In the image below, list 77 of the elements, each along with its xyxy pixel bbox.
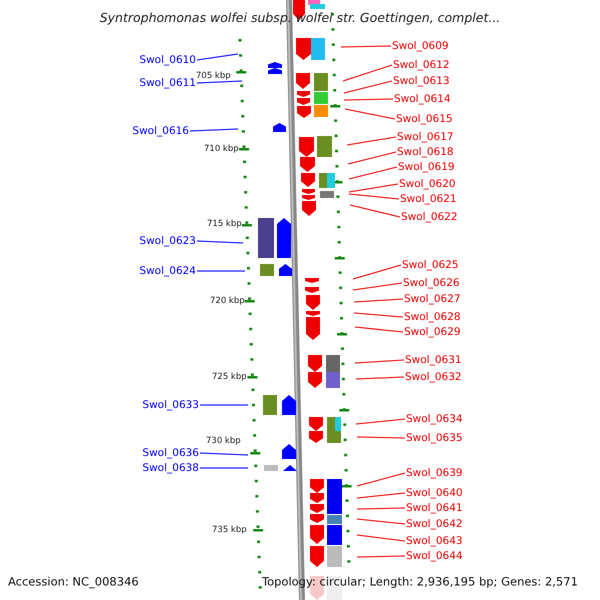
gene-label: Swol_0628: [404, 312, 461, 322]
leader-line: [344, 108, 396, 120]
leader-line: [354, 360, 404, 364]
scale-label: 720 kbp: [210, 296, 245, 306]
scale-label: 735 kbp: [212, 526, 247, 534]
leader-line: [354, 298, 404, 302]
gene-label: Swol_0618: [397, 146, 454, 158]
gene-label: Swol_0626: [403, 278, 460, 288]
gene-label: Swol_0623: [139, 236, 196, 246]
leader-line: [196, 270, 246, 272]
gene-label: Swol_0619: [398, 162, 455, 172]
gene-label: Swol_0633: [142, 400, 199, 410]
leader-line: [356, 436, 406, 438]
genome-info-text: Topology: circular; Length: 2,936,195 bp; Genes: 2,571: [262, 576, 578, 588]
leader-line: [200, 404, 248, 406]
gene-label: Swol_0644: [406, 550, 463, 562]
leader-line: [352, 264, 402, 280]
gene-label: Swol_0611: [139, 78, 196, 88]
leader-line: [356, 508, 406, 510]
leader-line: [196, 240, 244, 244]
leader-line: [340, 46, 392, 48]
leader-line: [342, 64, 392, 82]
accession-text: Accession: NC_008346: [8, 576, 139, 588]
gene-label: Swol_0632: [405, 372, 462, 382]
gene-label: Swol_0639: [406, 468, 463, 478]
leader-line: [200, 452, 248, 456]
gene-label: Swol_0625: [402, 260, 459, 270]
gene-label: Swol_0641: [406, 502, 463, 514]
leader-line: [350, 204, 400, 218]
leader-line: [348, 166, 398, 180]
leader-line: [352, 282, 402, 290]
gene-label: Swol_0616: [132, 126, 189, 136]
leader-line: [190, 128, 238, 132]
gene-label: Swol_0610: [139, 54, 196, 66]
leader-line: [348, 152, 396, 164]
gene-label: Swol_0640: [406, 488, 463, 498]
gene-label: Swol_0627: [404, 294, 461, 304]
gene-label: Swol_0620: [399, 178, 456, 190]
leader-line: [346, 136, 396, 146]
scale-label: 705 kbp: [196, 72, 231, 80]
leader-line: [348, 184, 398, 192]
gene-label: Swol_0622: [401, 212, 458, 222]
gene-label: Swol_0642: [406, 518, 463, 530]
gene-label: Swol_0612: [393, 60, 450, 70]
gene-label: Swol_0629: [404, 326, 461, 338]
scale-label: 710 kbp: [204, 144, 239, 154]
gene-label: Swol_0614: [394, 94, 451, 104]
leader-line: [356, 418, 406, 424]
leader-line: [344, 98, 394, 100]
scale-label: 715 kbp: [207, 220, 242, 228]
scale-label: 725 kbp: [212, 372, 247, 382]
gene-label: Swol_0617: [397, 132, 454, 142]
gene-label: Swol_0638: [142, 462, 199, 474]
title: Syntrophomonas wolfei subsp. wolfei str. Goettingen, complet...: [100, 12, 500, 24]
gene-label: Swol_0643: [406, 536, 463, 546]
leader-line: [356, 556, 406, 558]
gene-label: Swol_0609: [392, 40, 449, 52]
leader-line: [196, 80, 242, 84]
gene-label: Swol_0624: [139, 266, 196, 276]
leader-line: [348, 194, 400, 200]
gene-label: Swol_0636: [142, 448, 199, 458]
leader-line: [356, 518, 406, 524]
leader-line: [196, 54, 238, 60]
leader-line: [356, 472, 406, 486]
scale-label: 730 kbp: [206, 436, 241, 446]
gene-label: Swol_0634: [406, 414, 463, 424]
gene-label: Swol_0613: [393, 76, 450, 86]
gene-label: Swol_0631: [405, 354, 462, 366]
leader-line: [354, 312, 404, 318]
leader-line: [356, 534, 406, 542]
leader-line: [356, 376, 404, 380]
gene-label: Swol_0635: [406, 432, 463, 444]
gene-label: Swol_0621: [400, 194, 457, 204]
leader-line: [354, 326, 404, 332]
leader-line: [344, 80, 392, 94]
gene-label: Swol_0615: [396, 114, 453, 124]
leader-line: [356, 492, 406, 498]
